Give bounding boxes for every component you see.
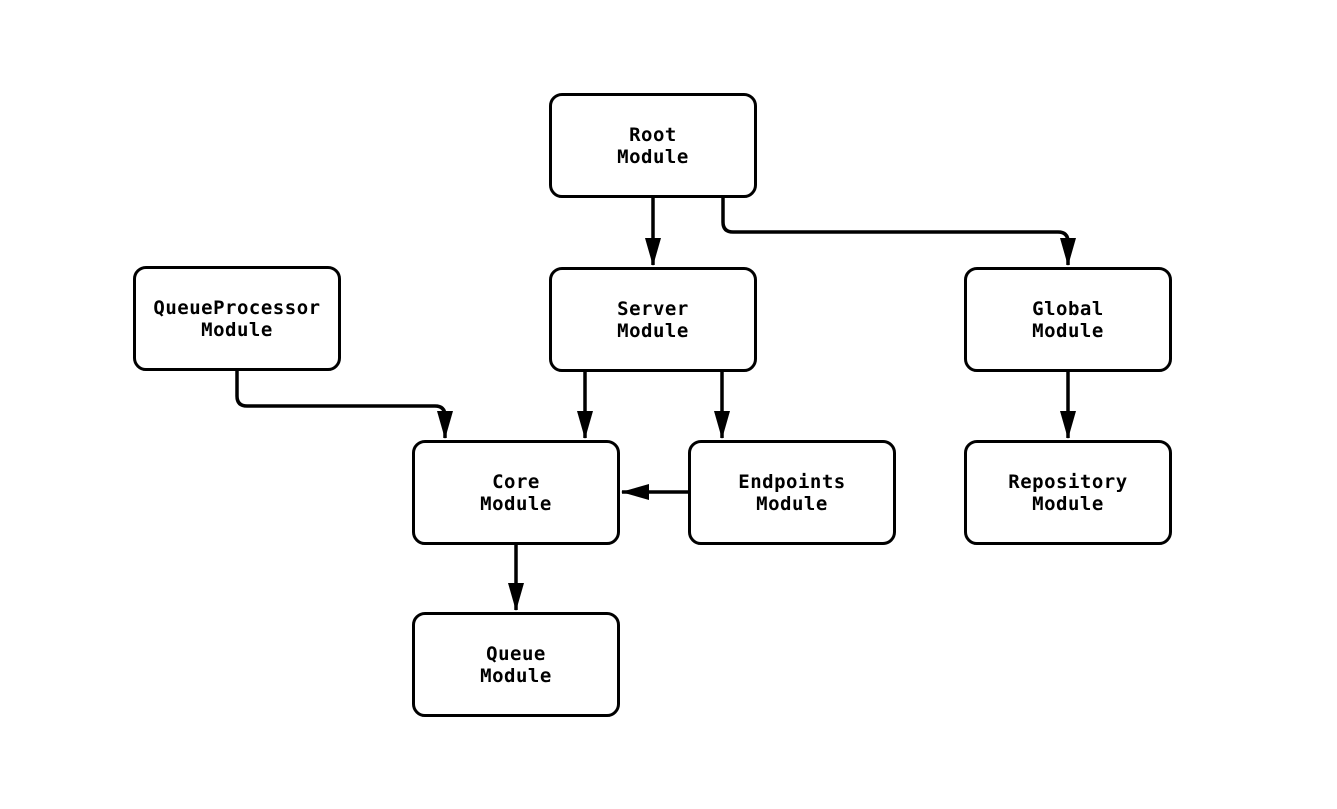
node-core-module: Core Module	[412, 440, 620, 545]
node-label: Repository Module	[1008, 470, 1128, 515]
edge-queueprocessor-to-core	[235, 371, 453, 439]
node-queue-module: Queue Module	[412, 612, 620, 717]
node-repository-module: Repository Module	[964, 440, 1172, 545]
node-server-module: Server Module	[549, 267, 757, 372]
node-label: Server Module	[617, 297, 689, 342]
node-queueprocessor-module: QueueProcessor Module	[133, 266, 341, 371]
node-label: Endpoints Module	[738, 470, 846, 515]
node-root-module: Root Module	[549, 93, 757, 198]
node-global-module: Global Module	[964, 267, 1172, 372]
node-label: Core Module	[480, 470, 552, 515]
node-label: Global Module	[1032, 297, 1104, 342]
node-endpoints-module: Endpoints Module	[688, 440, 896, 545]
edge-root-to-global	[721, 198, 1076, 266]
node-label: Queue Module	[480, 642, 552, 687]
node-label: QueueProcessor Module	[153, 296, 321, 341]
node-label: Root Module	[617, 123, 689, 168]
